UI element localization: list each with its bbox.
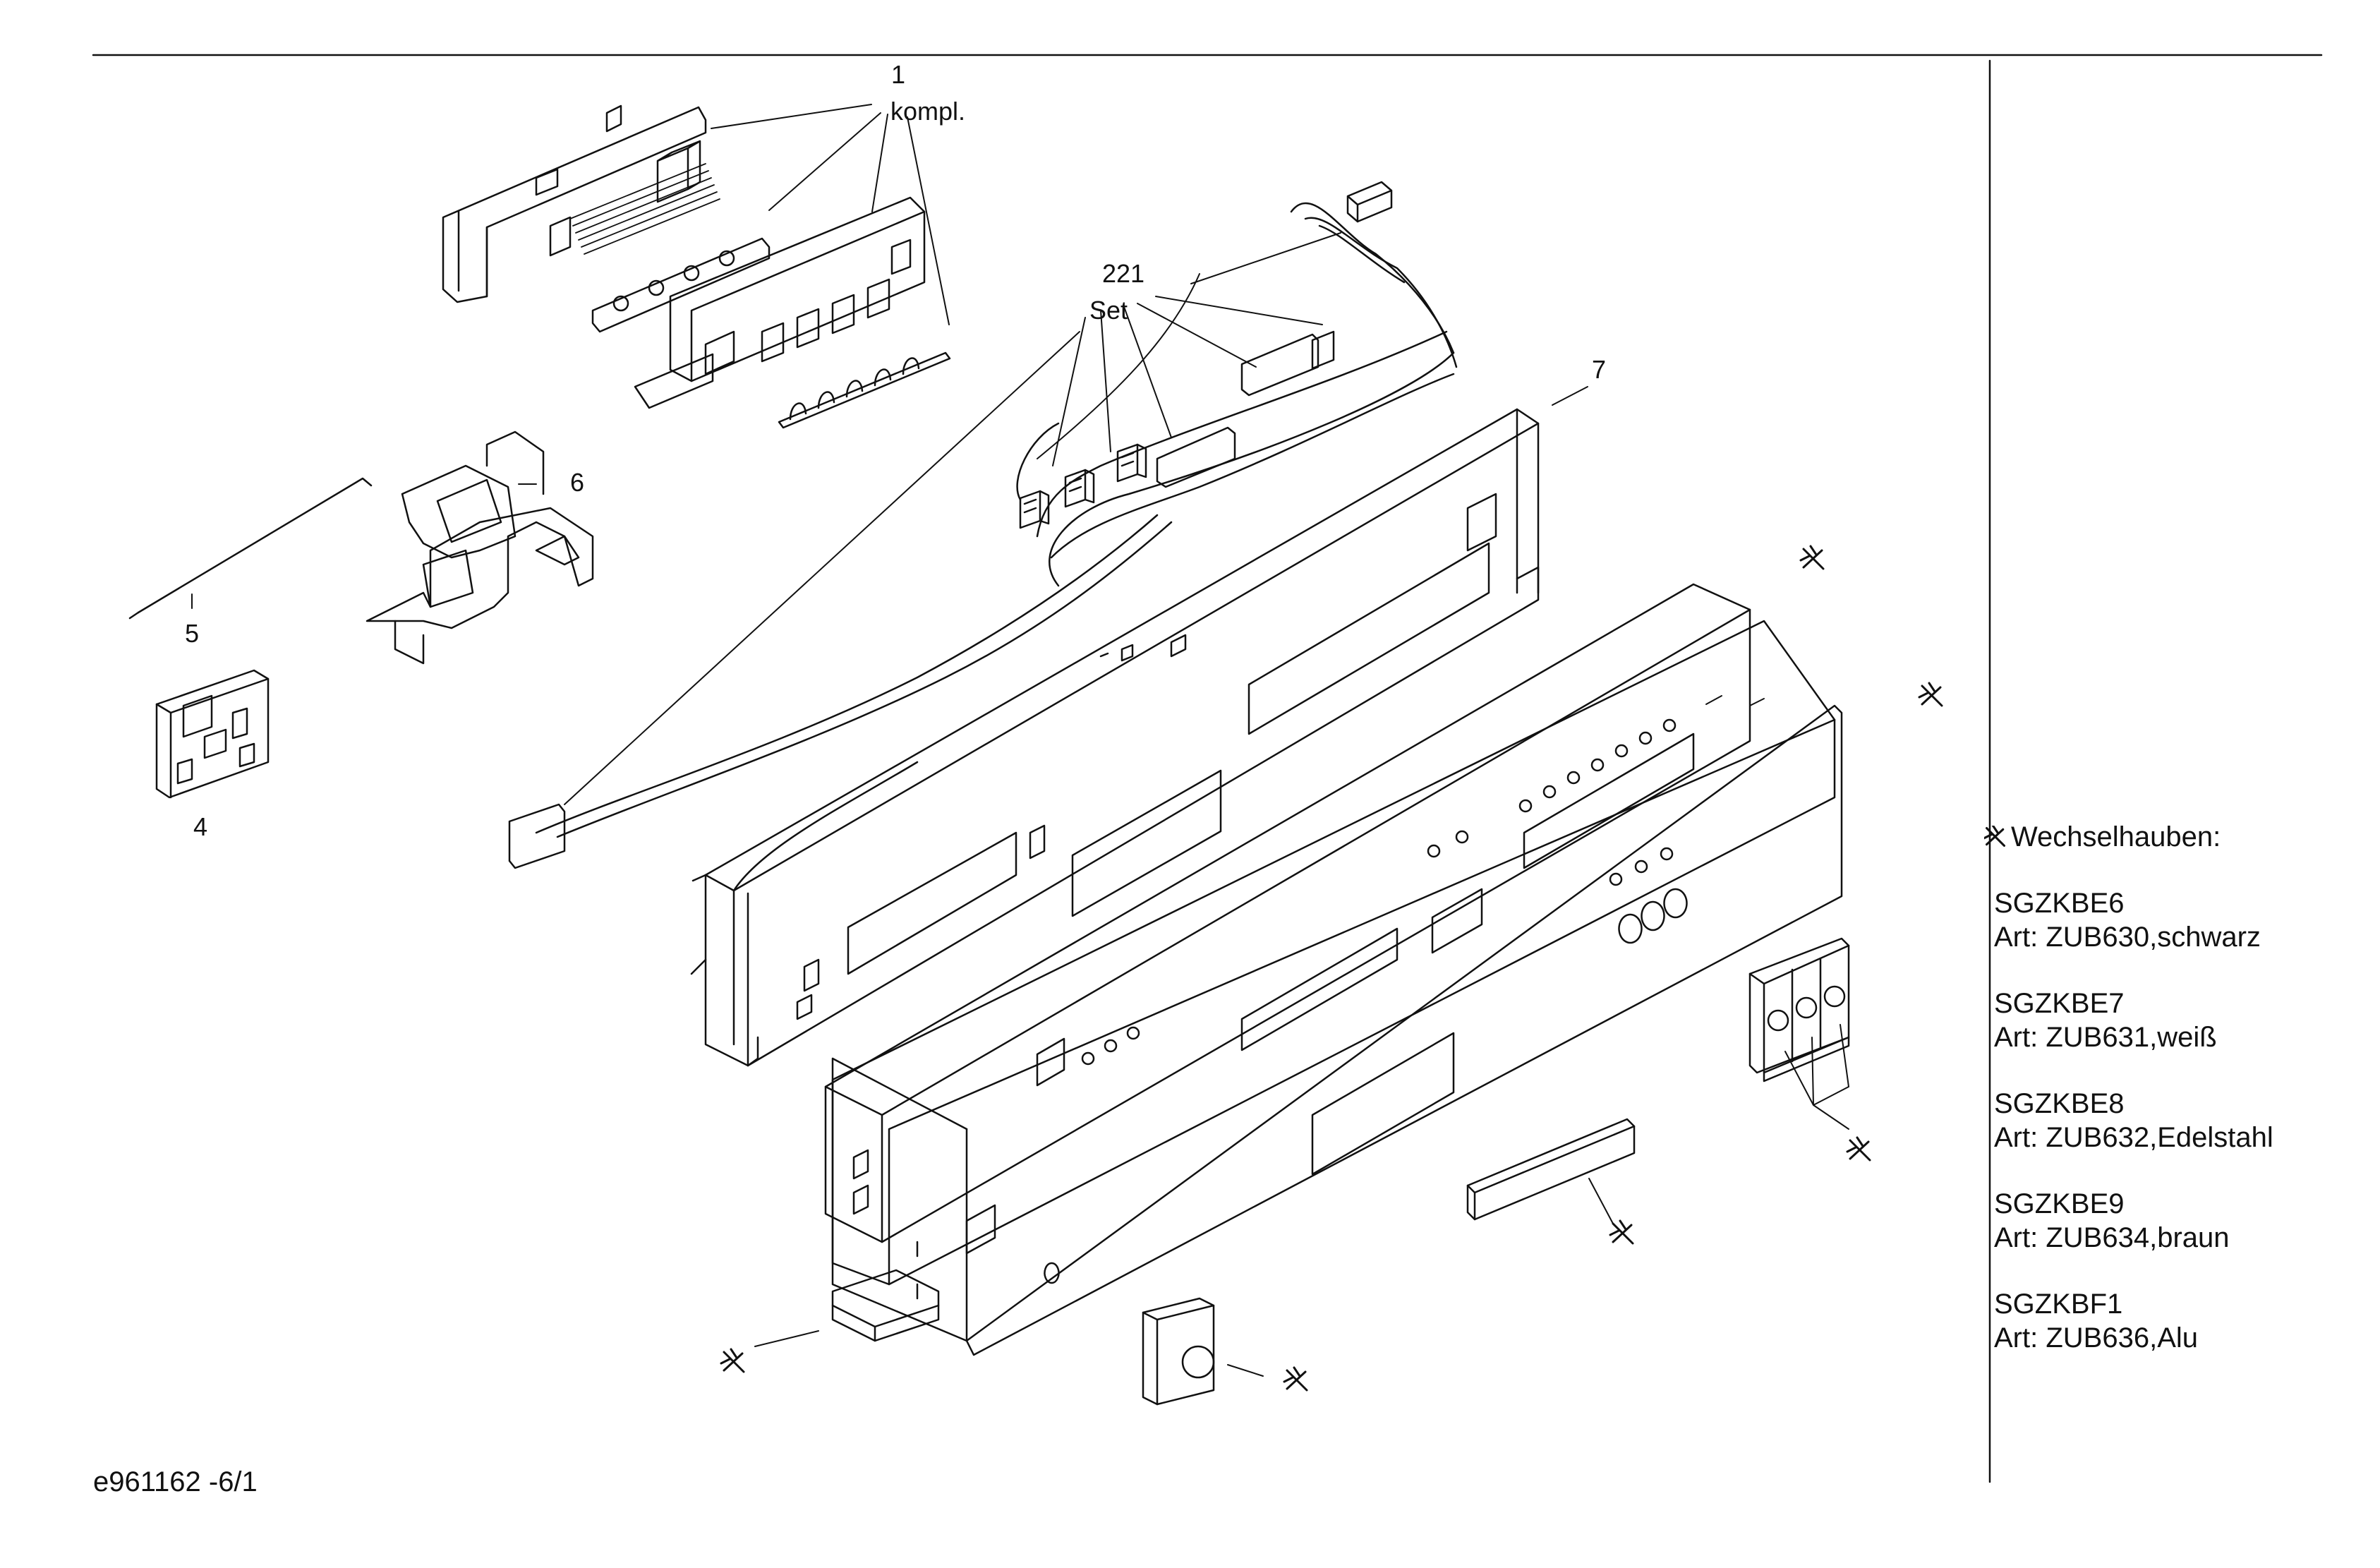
rotary-knob [1142,1297,1264,1406]
star-cross-icon [1799,545,1825,570]
callout-1-kompl: kompl. [890,97,965,126]
legend-panel: Wechselhauben: SGZKBE6 Art: ZUB630,schwa… [1984,820,2361,1387]
callout-221: 221 [1102,259,1144,288]
bezel-strip [1466,1118,1636,1224]
legend-model: SGZKBE7 [1994,988,2125,1019]
star-cross-icon [1918,682,1943,707]
front-trim-panel [831,704,1843,1356]
feet-leader [754,1330,819,1347]
drawing-code: e961162 -6/1 [93,1466,258,1497]
part-7-panel-frame [690,386,1588,1067]
front-cover-panel [831,620,1836,1300]
legend-model: SGZKBF1 [1994,1289,2123,1320]
part-5-cable [128,477,373,620]
legend-article: Art: ZUB632,Edelstahl [1994,1122,2273,1153]
callout-1: 1 [891,60,905,89]
callout-7: 7 [1592,355,1606,384]
callout-221-set: Set [1089,296,1128,325]
part-4-relay [155,669,270,799]
legend-article: Art: ZUB630,schwarz [1994,922,2261,953]
legend-article: Art: ZUB634,braun [1994,1222,2230,1253]
part-6-bracket [366,430,594,665]
legend-article: Art: ZUB631,weiß [1994,1022,2217,1053]
callout-6: 6 [570,468,584,497]
star-cross-icon [1609,1219,1634,1245]
legend-heading-text: Wechselhauben: [2011,821,2221,852]
button-cap-trio [1748,937,1850,1130]
part-1-control-module [442,104,951,429]
legend-model: SGZKBE8 [1994,1088,2125,1119]
star-cross-icon [1846,1136,1871,1162]
legend-entry: SGZKBF1 Art: ZUB636,Alu [1994,1287,2361,1355]
legend-heading: Wechselhauben: [1984,820,2361,854]
part-221-cable-set [508,181,1458,869]
legend-entry: SGZKBE6 Art: ZUB630,schwarz [1994,886,2361,954]
legend-entry: SGZKBE8 Art: ZUB632,Edelstahl [1994,1087,2361,1154]
callout-5: 5 [185,619,199,648]
callout-4: 4 [193,812,207,841]
star-cross-icon [1984,826,2005,847]
legend-model: SGZKBE9 [1994,1188,2125,1219]
legend-entry: SGZKBE9 Art: ZUB634,braun [1994,1187,2361,1255]
legend-article: Art: ZUB636,Alu [1994,1322,2199,1353]
star-cross-icon [1283,1366,1308,1392]
legend-model: SGZKBE6 [1994,888,2125,919]
legend-entry: SGZKBE7 Art: ZUB631,weiß [1994,987,2361,1054]
star-cross-icon [720,1348,745,1373]
front-fascia-panel [824,583,1765,1243]
